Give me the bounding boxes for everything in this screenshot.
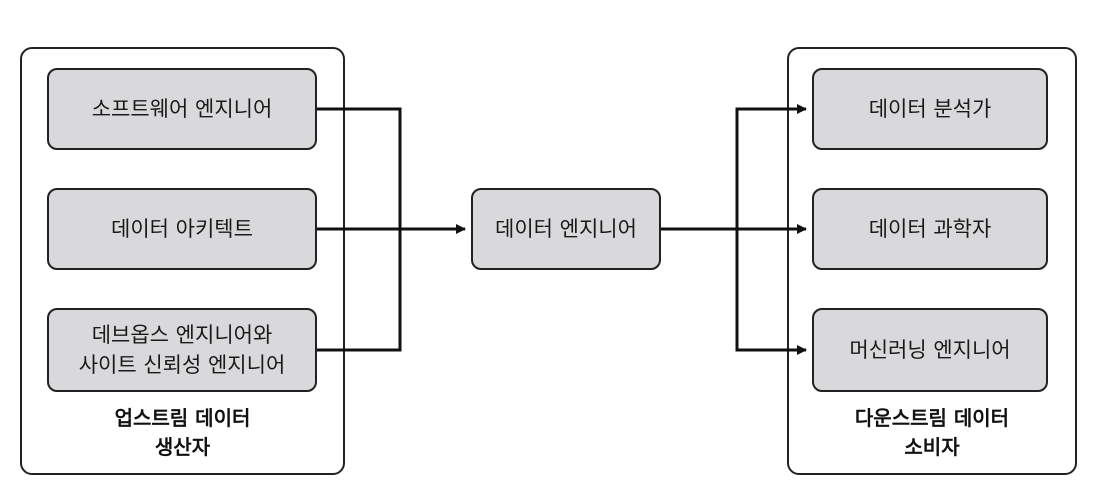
node-label: 머신러닝 엔지니어 (849, 338, 1011, 362)
node-software-engineer[interactable]: 소프트웨어 엔지니어 (47, 68, 317, 150)
node-devops-sre[interactable]: 데브옵스 엔지니어와 사이트 신뢰성 엔지니어 (47, 308, 317, 392)
node-label: 데이터 분석가 (868, 97, 992, 121)
node-data-architect[interactable]: 데이터 아키텍트 (47, 188, 317, 270)
node-label: 데이터 엔지니어 (495, 217, 637, 241)
upstream-producers-label: 업스트림 데이터 생산자 (114, 406, 251, 459)
node-label-line1: 데브옵스 엔지니어와 (91, 323, 273, 347)
downstream-consumers-label: 다운스트림 데이터 소비자 (854, 406, 1010, 459)
node-data-scientist[interactable]: 데이터 과학자 (812, 188, 1048, 270)
node-data-analyst[interactable]: 데이터 분석가 (812, 68, 1048, 150)
node-label: 데이터 아키텍트 (111, 217, 253, 241)
node-label: 소프트웨어 엔지니어 (91, 97, 273, 121)
node-ml-engineer[interactable]: 머신러닝 엔지니어 (812, 308, 1048, 392)
node-label: 데이터 과학자 (868, 217, 992, 241)
node-label-line2: 사이트 신뢰성 엔지니어 (78, 353, 286, 377)
node-data-engineer[interactable]: 데이터 엔지니어 (471, 188, 661, 270)
